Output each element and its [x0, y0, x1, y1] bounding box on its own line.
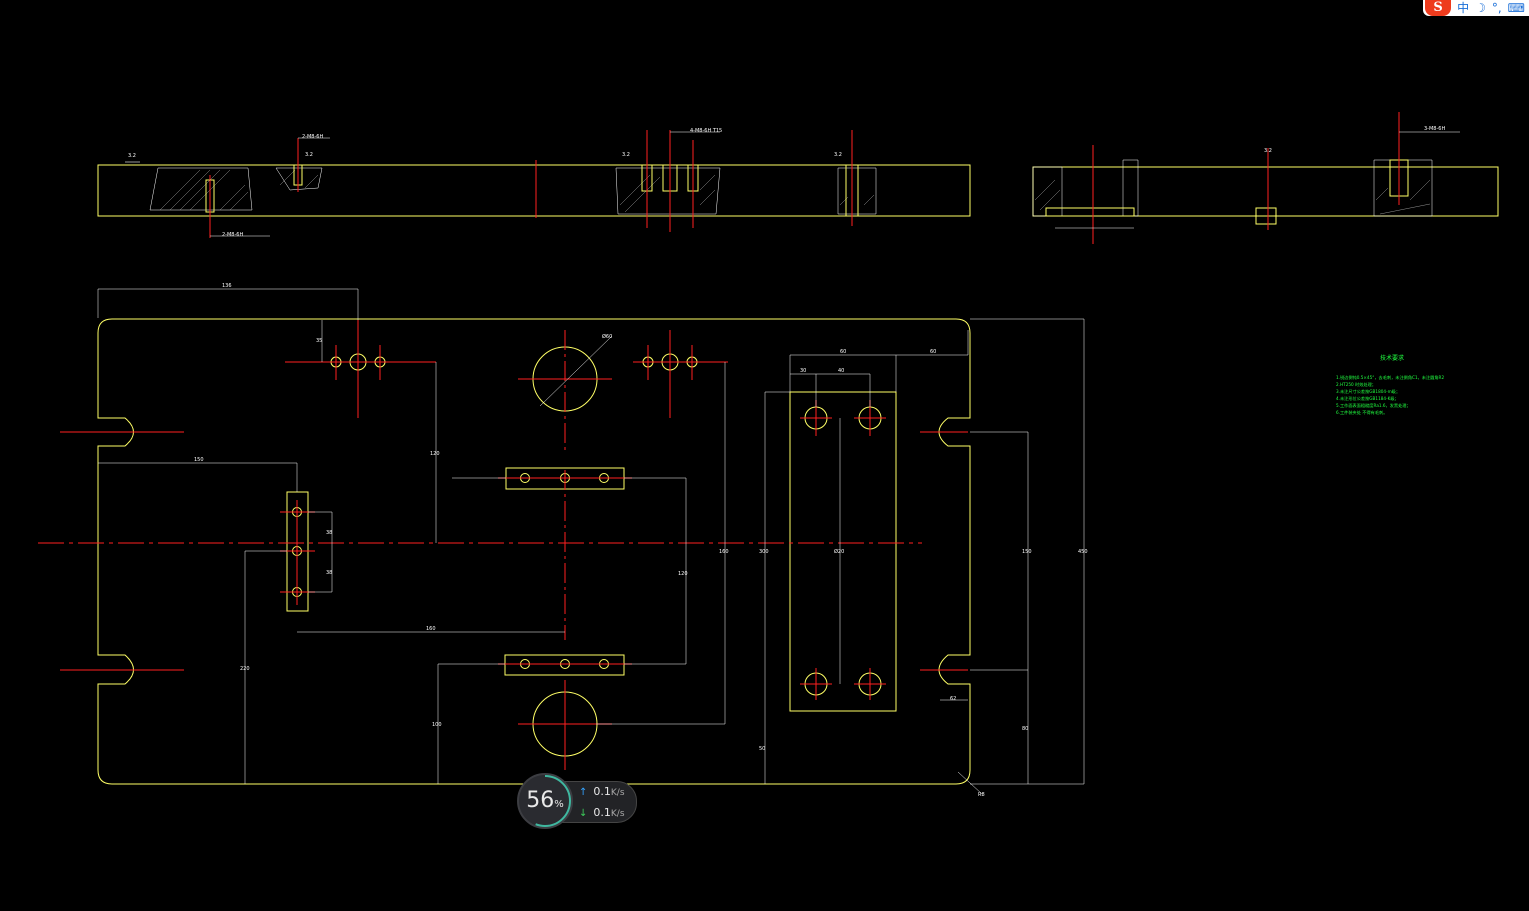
svg-text:3.2: 3.2	[128, 153, 136, 159]
plan-view-dimensions	[97, 288, 1085, 795]
svg-text:38: 38	[326, 570, 332, 576]
svg-text:220: 220	[240, 666, 250, 672]
svg-text:100: 100	[432, 722, 442, 728]
technical-note-line: 6.工件装夹处 不得有毛刺。	[1336, 409, 1387, 416]
technical-note-line: 1.锐边倒钝0.5×45°，去毛刺，未注倒角C1，未注圆角R2	[1336, 374, 1444, 381]
svg-text:60: 60	[840, 349, 846, 355]
svg-text:50: 50	[759, 746, 765, 752]
sogou-logo-icon[interactable]: S	[1425, 0, 1452, 16]
download-speed: ↓0.1K/s	[579, 806, 625, 819]
svg-text:3.2: 3.2	[622, 152, 630, 158]
ime-punctuation-button[interactable]: °,	[1491, 1, 1502, 15]
technical-notes: 技术要求 1.锐边倒钝0.5×45°，去毛刺，未注倒角C1，未注圆角R2 2.H…	[1336, 354, 1444, 416]
plan-view-centerlines	[38, 320, 968, 770]
svg-text:136: 136	[222, 283, 232, 289]
section-view-left-centerlines	[209, 130, 853, 238]
download-arrow-icon: ↓	[579, 808, 588, 819]
svg-text:450: 450	[1078, 549, 1088, 555]
svg-text:R8: R8	[978, 792, 985, 798]
svg-text:60: 60	[930, 349, 936, 355]
technical-note-line: 3.未注尺寸公差按GB1804-m级；	[1336, 388, 1400, 395]
svg-text:Ø60: Ø60	[602, 333, 612, 340]
technical-note-line: 4.未注形位公差按GB1184-K级；	[1336, 395, 1399, 402]
svg-text:80: 80	[1022, 726, 1028, 732]
svg-text:30: 30	[800, 368, 806, 374]
svg-text:300: 300	[759, 549, 769, 555]
svg-text:2-M8-6H: 2-M8-6H	[222, 232, 243, 238]
technical-notes-title: 技术要求	[1380, 354, 1404, 362]
svg-text:2-M8-6H: 2-M8-6H	[302, 134, 323, 140]
section-view-right-annotations: 3-M8-6H 3.2	[1055, 126, 1460, 229]
svg-text:3-M8-6H: 3-M8-6H	[1424, 126, 1445, 132]
usage-percent: 56%	[526, 788, 564, 813]
svg-text:Ø20: Ø20	[834, 548, 844, 555]
svg-text:35: 35	[316, 338, 322, 344]
technical-note-line: 5.工作面表面粗糙度Ra1.6，发黑处理；	[1336, 402, 1411, 409]
ime-mode-button[interactable]: 中	[1457, 1, 1470, 15]
svg-text:120: 120	[678, 571, 688, 577]
moon-icon[interactable]: ☽	[1475, 1, 1486, 15]
svg-text:3.2: 3.2	[834, 152, 842, 158]
network-monitor-widget[interactable]: 56% ↑0.1K/s ↓0.1K/s	[517, 773, 637, 829]
keyboard-icon[interactable]: ⌨	[1507, 1, 1525, 15]
svg-text:40: 40	[838, 368, 844, 374]
svg-text:3.2: 3.2	[1264, 148, 1272, 154]
ime-toolbar[interactable]: S 中 ☽ °, ⌨	[1423, 0, 1529, 16]
upload-speed: ↑0.1K/s	[579, 785, 625, 798]
svg-text:38: 38	[326, 530, 332, 536]
svg-text:160: 160	[719, 549, 729, 555]
svg-text:150: 150	[194, 457, 204, 463]
section-view-right	[1032, 159, 1499, 225]
plan-view-dim-labels: 136 35 150 120 38 38 160 220 100 120 160…	[194, 283, 1088, 798]
svg-text:3.2: 3.2	[305, 152, 313, 158]
svg-text:160: 160	[426, 626, 436, 632]
svg-text:62: 62	[950, 696, 956, 702]
usage-progress-arc	[519, 775, 571, 827]
section-view-right-centerlines	[1092, 112, 1400, 244]
svg-text:120: 120	[430, 451, 440, 457]
svg-text:150: 150	[1022, 549, 1032, 555]
section-view-left	[97, 164, 971, 217]
cpu-usage-ring	[517, 773, 573, 829]
upload-arrow-icon: ↑	[579, 787, 588, 798]
technical-note-line: 2.HT250 时效处理；	[1336, 381, 1376, 388]
svg-text:4-M8-6H T15: 4-M8-6H T15	[690, 128, 722, 134]
section-view-left-annotations: 3.2 2-M8-6H 2-M8-6H 4-M8-6H T15 3.2 3.2 …	[125, 128, 842, 238]
